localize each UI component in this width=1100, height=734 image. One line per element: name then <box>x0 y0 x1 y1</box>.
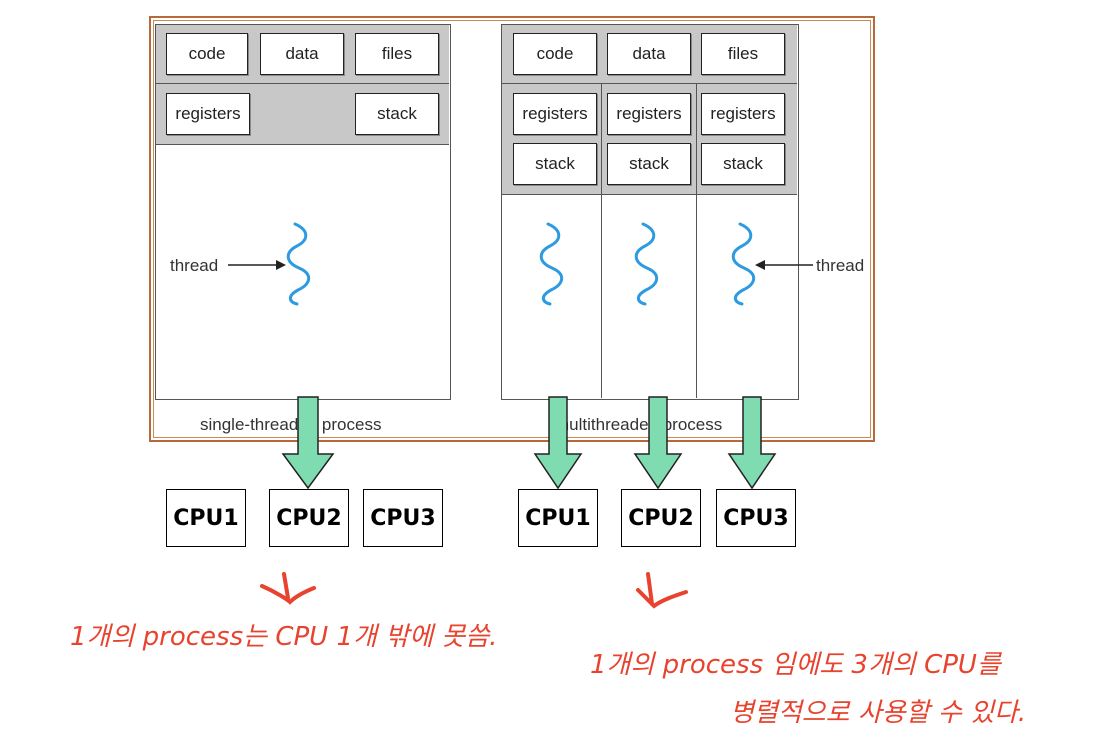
data-cell: data <box>607 33 691 75</box>
cpu1-box: CPU1 <box>166 489 246 547</box>
multi-process-caption: multithreaded process <box>555 415 723 434</box>
cpu3-box: CPU3 <box>363 489 443 547</box>
thread-to-cpu3-arrow <box>727 396 777 490</box>
divider <box>502 194 797 195</box>
single-process-caption: single-threaded process <box>200 415 382 434</box>
divider <box>502 83 797 84</box>
stack-cell: stack <box>513 143 597 185</box>
data-cell: data <box>260 33 344 75</box>
handwritten-down-arrow-left <box>260 572 316 605</box>
handwritten-note-left: 1개의 process는 CPU 1개 밖에 못씀. <box>70 622 498 652</box>
thread-squiggle <box>731 222 756 306</box>
thread-squiggle <box>634 222 659 306</box>
registers-cell: registers <box>607 93 691 135</box>
cpu1-box: CPU1 <box>518 489 598 547</box>
code-cell: code <box>166 33 248 75</box>
thread-pointer-arrow <box>228 260 286 270</box>
registers-cell: registers <box>166 93 250 135</box>
registers-cell: registers <box>513 93 597 135</box>
divider <box>156 144 449 145</box>
divider <box>156 83 449 84</box>
thread-label: thread <box>816 256 865 275</box>
cpu3-box: CPU3 <box>716 489 796 547</box>
thread-column-divider <box>601 84 602 398</box>
handwritten-note-right-line2: 병렬적으로 사용할 수 있다. <box>730 698 1027 728</box>
thread-label: thread <box>170 256 219 275</box>
files-cell: files <box>355 33 439 75</box>
thread-pointer-arrow <box>755 260 813 270</box>
thread-to-cpu2-arrow <box>633 396 683 490</box>
files-cell: files <box>701 33 785 75</box>
handwritten-note-right-line1: 1개의 process 임에도 3개의 CPU를 <box>590 650 1001 680</box>
cpu2-box: CPU2 <box>269 489 349 547</box>
thread-squiggle <box>539 222 564 306</box>
handwritten-down-arrow-right <box>636 572 688 609</box>
diagram-frame <box>149 16 875 442</box>
thread-column-divider <box>696 84 697 398</box>
cpu2-box: CPU2 <box>621 489 701 547</box>
stack-cell: stack <box>355 93 439 135</box>
code-cell: code <box>513 33 597 75</box>
thread-squiggle <box>286 222 311 306</box>
thread-to-cpu2-arrow <box>281 396 335 490</box>
stack-cell: stack <box>701 143 785 185</box>
registers-cell: registers <box>701 93 785 135</box>
thread-to-cpu1-arrow <box>533 396 583 490</box>
stack-cell: stack <box>607 143 691 185</box>
